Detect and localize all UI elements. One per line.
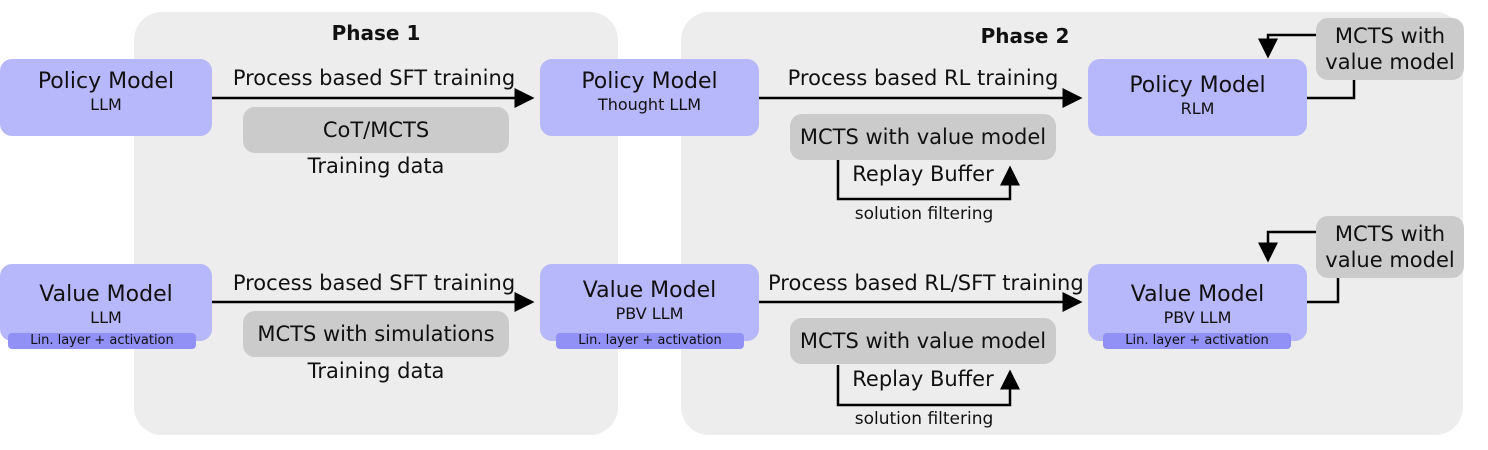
phase2-bottom-replay-buffer: Replay Buffer [852,367,994,391]
phase2-top-replay-buffer: Replay Buffer [852,162,994,186]
phase1-panel [134,12,618,435]
phase2-bottom-mcts-box: MCTS with value model [790,318,1056,364]
phase2-bottom-solution-filtering: solution filtering [854,409,994,429]
phase2-top-mcts-box: MCTS with value model [790,114,1056,160]
phase2-bottom-arrow-label: Process based RL/SFT training [768,271,1084,295]
phase1-top-data-box: CoT/MCTS [243,107,509,153]
phase1-bottom-data-label: Training data [307,359,445,383]
replay-loop-bottom [836,365,1020,407]
model-title: Value Model [582,278,717,303]
model-subtitle: PBV LLM [615,304,684,323]
phase2-top-solution-filtering: solution filtering [854,204,994,224]
model-subtitle: LLM [90,95,122,114]
value-pbv1-linear-layer: Lin. layer + activation [556,333,744,349]
value-llm-linear-layer: Lin. layer + activation [8,333,196,349]
phase2-top-loop-box: MCTS with value model [1316,18,1464,80]
self-loop-top [1307,80,1356,100]
model-subtitle: RLM [1180,99,1215,118]
phase2-bottom-loop-box: MCTS with value model [1316,216,1464,278]
value-pbv2-linear-layer: Lin. layer + activation [1103,333,1291,349]
phase2-top-arrow-label: Process based RL training [787,66,1059,90]
policy-model-llm: Policy Model LLM [0,59,212,136]
policy-model-rlm: Policy Model RLM [1088,59,1307,136]
phase1-top-data-label: Training data [307,154,445,178]
model-subtitle: LLM [90,308,122,327]
phase1-bottom-arrow-label: Process based SFT training [232,271,516,295]
self-loop-bottom-return [1258,230,1316,263]
model-subtitle: Thought LLM [597,95,702,114]
policy-model-thought-llm: Policy Model Thought LLM [540,59,759,136]
model-title: Policy Model [581,69,718,94]
model-title: Value Model [1130,282,1265,307]
model-title: Value Model [39,282,173,307]
phase1-bottom-data-box: MCTS with simulations [243,311,509,357]
phase1-top-arrow-label: Process based SFT training [232,66,516,90]
value-model-pbv-llm-2: Value Model PBV LLM [1088,264,1307,341]
value-model-pbv-llm-1: Value Model PBV LLM [540,264,759,341]
self-loop-bottom [1307,278,1340,304]
value-model-llm: Value Model LLM [0,264,212,341]
phase2-title: Phase 2 [980,24,1070,48]
model-title: Policy Model [1129,73,1266,98]
replay-loop-top [836,160,1020,201]
self-loop-top-return [1258,33,1316,59]
phase1-title: Phase 1 [331,21,421,45]
model-subtitle: PBV LLM [1163,308,1232,327]
model-title: Policy Model [37,69,175,94]
